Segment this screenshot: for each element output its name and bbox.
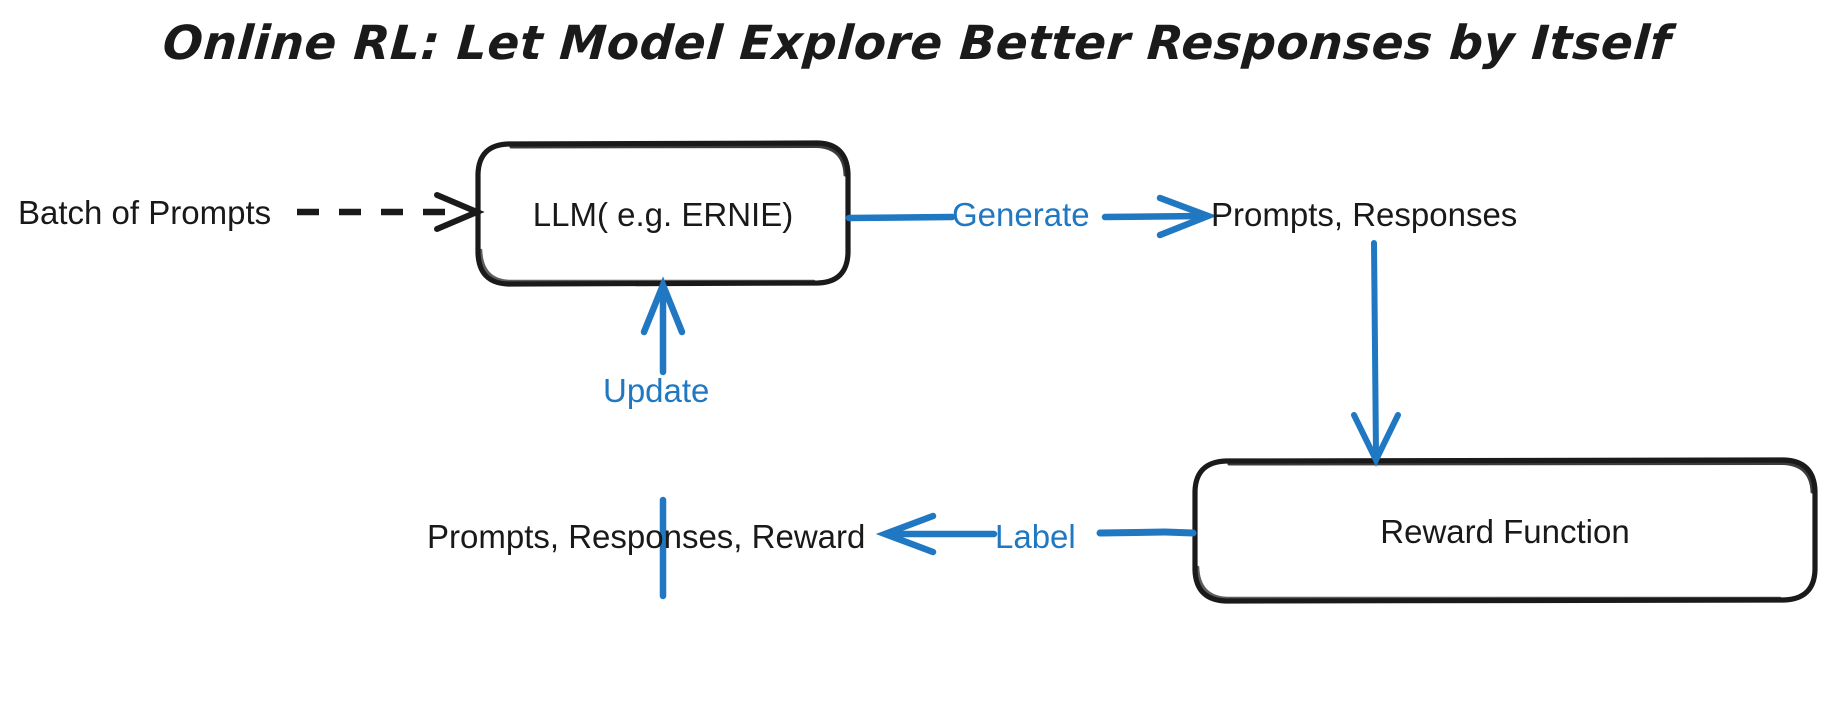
prompts-to-reward-arrow xyxy=(1351,240,1401,467)
reward-box-outline xyxy=(1192,457,1818,604)
prompts-responses-reward-text: Prompts, Responses, Reward xyxy=(427,518,866,555)
generate-arrowhead xyxy=(1156,194,1218,239)
label-edge-label: Label xyxy=(995,518,1076,555)
batch-to-llm-arrow xyxy=(297,192,485,232)
update-arrowhead xyxy=(640,276,686,336)
update-arrow xyxy=(640,276,686,600)
label-line-right-a xyxy=(1161,528,1197,537)
llm-box-sketch-stroke-2 xyxy=(479,248,816,283)
batch-to-llm-arrowhead xyxy=(434,192,485,232)
label-arrowhead xyxy=(875,512,937,556)
generate-line-left xyxy=(845,213,956,222)
llm-box[interactable] xyxy=(475,140,851,287)
label-arrow xyxy=(875,512,1197,556)
prompts-to-reward-arrowhead xyxy=(1351,412,1401,467)
generate-line-right xyxy=(1101,212,1207,221)
batch-of-prompts-text: Batch of Prompts xyxy=(18,194,272,231)
generate-edge-label: Generate xyxy=(952,196,1090,233)
update-edge-label: Update xyxy=(603,372,710,409)
llm-box-label: LLM( e.g. ERNIE) xyxy=(532,196,794,233)
prompts-responses-text: Prompts, Responses xyxy=(1211,196,1518,233)
reward-box[interactable] xyxy=(1192,457,1818,604)
llm-box-outline xyxy=(475,140,851,287)
label-line-right-b xyxy=(1096,528,1169,537)
llm-box-sketch-stroke xyxy=(509,144,847,177)
reward-box-sketch-stroke xyxy=(1227,461,1814,494)
prompts-to-reward-line xyxy=(1371,240,1379,458)
reward-box-label: Reward Function xyxy=(1380,513,1630,550)
generate-arrow xyxy=(845,194,1218,239)
reward-box-sketch-stroke-2 xyxy=(1196,565,1782,600)
